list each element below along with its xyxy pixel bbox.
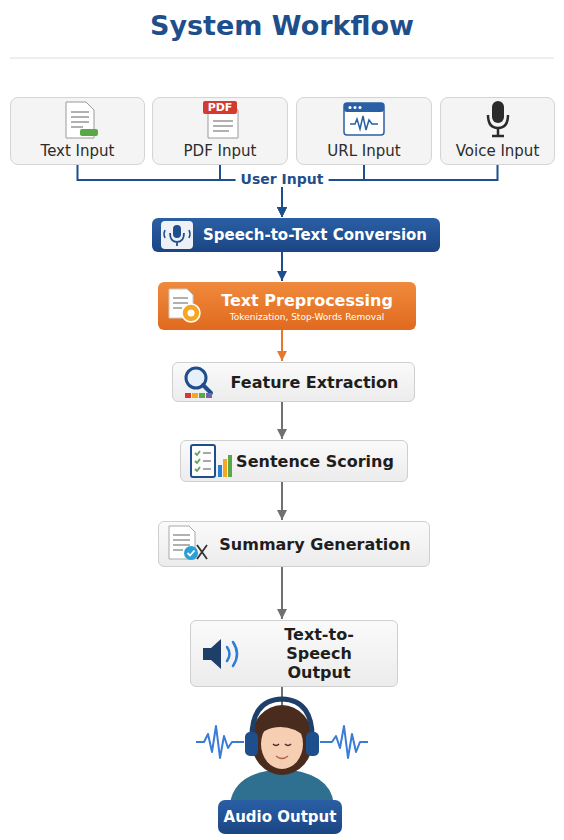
node-subtitle: Tokenization, Stop-Words Removal	[230, 312, 384, 322]
input-box: Voice Input	[440, 97, 555, 165]
eyes	[273, 744, 291, 746]
headphone-band	[252, 699, 312, 742]
process-box: Text PreprocessingTokenization, Stop-Wor…	[158, 282, 416, 330]
speech-icon	[160, 220, 194, 250]
headphone-cup	[245, 732, 258, 756]
flow-arrow	[281, 330, 283, 361]
title-rule	[10, 58, 554, 59]
flow-arrow	[281, 402, 283, 439]
node-title: Summary Generation	[219, 535, 410, 554]
process-box: Speech-to-Text Conversion	[152, 218, 440, 252]
flow-arrow	[281, 482, 283, 520]
process-box: Summary Generation	[158, 521, 430, 567]
input-box: Text Input	[10, 97, 145, 165]
node-title: Text Input	[41, 142, 115, 160]
node-title: Voice Input	[456, 142, 540, 160]
node-title: Audio Output	[224, 808, 337, 826]
node-title: Text-to-Speech Output	[253, 625, 385, 682]
smile	[276, 756, 288, 759]
flow-label: User Input	[236, 171, 329, 187]
document-icon	[62, 101, 102, 139]
diagram-title: System Workflow	[0, 10, 564, 41]
magnifier-icon	[181, 365, 221, 399]
fringe	[259, 712, 306, 738]
microphone-icon	[483, 100, 513, 138]
process-box: Sentence Scoring	[180, 440, 408, 482]
node-title: Feature Extraction	[231, 373, 399, 392]
node-title: URL Input	[327, 142, 400, 160]
icon-tag: PDF	[203, 101, 237, 114]
output-box: Audio Output	[218, 800, 342, 834]
process-box: Feature Extraction	[172, 362, 415, 402]
flow-arrow	[281, 252, 283, 281]
speaker-icon	[201, 636, 247, 672]
headphone-cup	[306, 732, 319, 756]
summary-icon	[167, 525, 209, 563]
browser-icon	[342, 101, 386, 139]
gear-document-icon	[166, 288, 202, 324]
node-title: Text Preprocessing	[221, 291, 393, 310]
node-title: Sentence Scoring	[236, 452, 394, 471]
node-title: PDF Input	[184, 142, 257, 160]
input-box: URL Input	[296, 97, 432, 165]
hair	[251, 705, 313, 775]
process-box: Text-to-Speech Output	[190, 620, 398, 687]
flow-arrow	[281, 567, 283, 619]
checklist-icon	[189, 443, 233, 479]
node-title: Speech-to-Text Conversion	[203, 226, 427, 244]
